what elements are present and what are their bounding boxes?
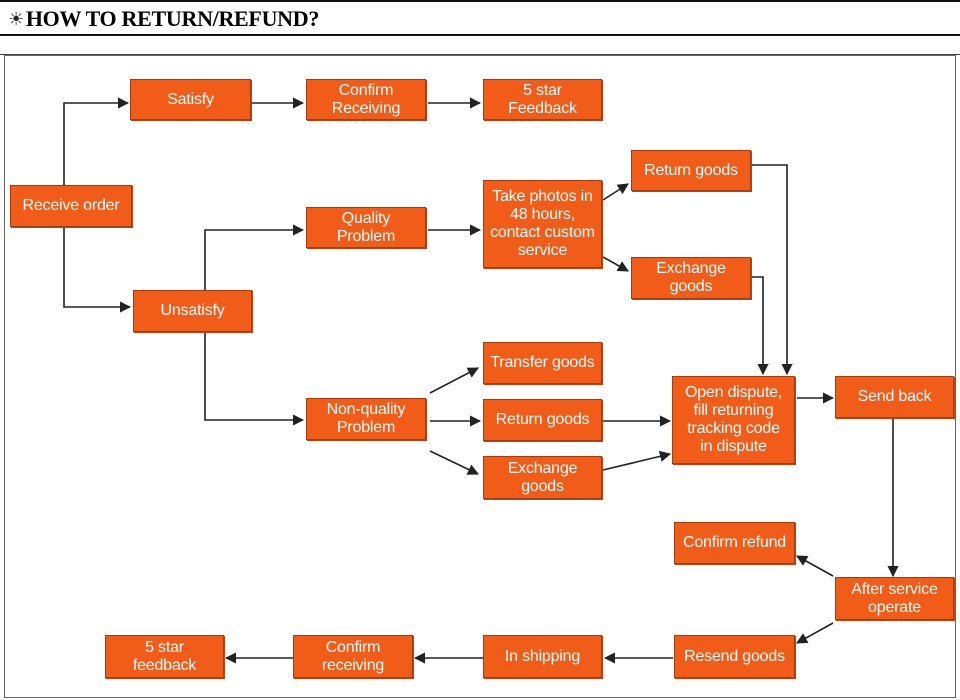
node-confirm-refund: Confirm refund — [674, 522, 795, 564]
node-confirm-receiving-bottom: Confirm receiving — [293, 635, 413, 678]
node-exchange-goods-nonquality: Exchange goods — [483, 456, 602, 499]
connector-nonquality-transfer — [429, 367, 479, 394]
node-send-back: Send back — [835, 376, 954, 418]
page-title-text: HOW TO RETURN/REFUND? — [25, 6, 320, 31]
node-receive-order: Receive order — [10, 185, 132, 227]
node-unsatisfy: Unsatisfy — [133, 290, 252, 332]
node-after-service: After service operate — [835, 577, 954, 620]
connector-returnq-dispute — [752, 164, 793, 376]
node-resend-goods: Resend goods — [674, 635, 795, 678]
node-in-shipping: In shipping — [483, 635, 602, 678]
node-transfer-goods: Transfer goods — [483, 342, 602, 384]
page-header: ☀ HOW TO RETURN/REFUND? — [0, 0, 960, 36]
connector-receive-satisfy — [63, 97, 130, 185]
connector-afterservice-refund — [796, 555, 834, 577]
connector-photos-exchange — [602, 256, 629, 272]
node-return-goods-quality: Return goods — [631, 150, 751, 191]
node-five-star-bottom: 5 star feedback — [105, 635, 224, 678]
node-satisfy: Satisfy — [130, 79, 251, 120]
node-non-quality-problem: Non-quality Problem — [306, 398, 426, 440]
connector-exchangenq-dispute — [602, 450, 672, 471]
flowchart-frame — [4, 55, 956, 698]
connector-afterservice-resend — [796, 622, 834, 644]
node-quality-problem: Quality Problem — [306, 207, 426, 248]
sun-icon: ☀ — [8, 8, 24, 29]
connector-unsatisfy-nonquality — [204, 333, 305, 426]
node-five-star-top: 5 star Feedback — [483, 79, 602, 120]
connector-receive-unsatisfy — [63, 227, 132, 313]
node-exchange-goods-quality: Exchange goods — [631, 257, 751, 299]
node-open-dispute: Open dispute, fill returning tracking co… — [672, 376, 795, 464]
connector-photos-return — [602, 183, 629, 201]
page-title: ☀ HOW TO RETURN/REFUND? — [8, 6, 319, 32]
node-take-photos: Take photos in 48 hours, contact custom … — [483, 180, 602, 268]
connector-exchangeq-dispute — [752, 276, 769, 376]
node-return-goods-nonquality: Return goods — [483, 399, 602, 441]
connector-unsatisfy-quality — [204, 224, 305, 290]
header-subband — [0, 36, 960, 55]
connector-nonquality-exchange — [429, 450, 480, 475]
node-confirm-receiving-top: Confirm Receiving — [306, 79, 426, 120]
